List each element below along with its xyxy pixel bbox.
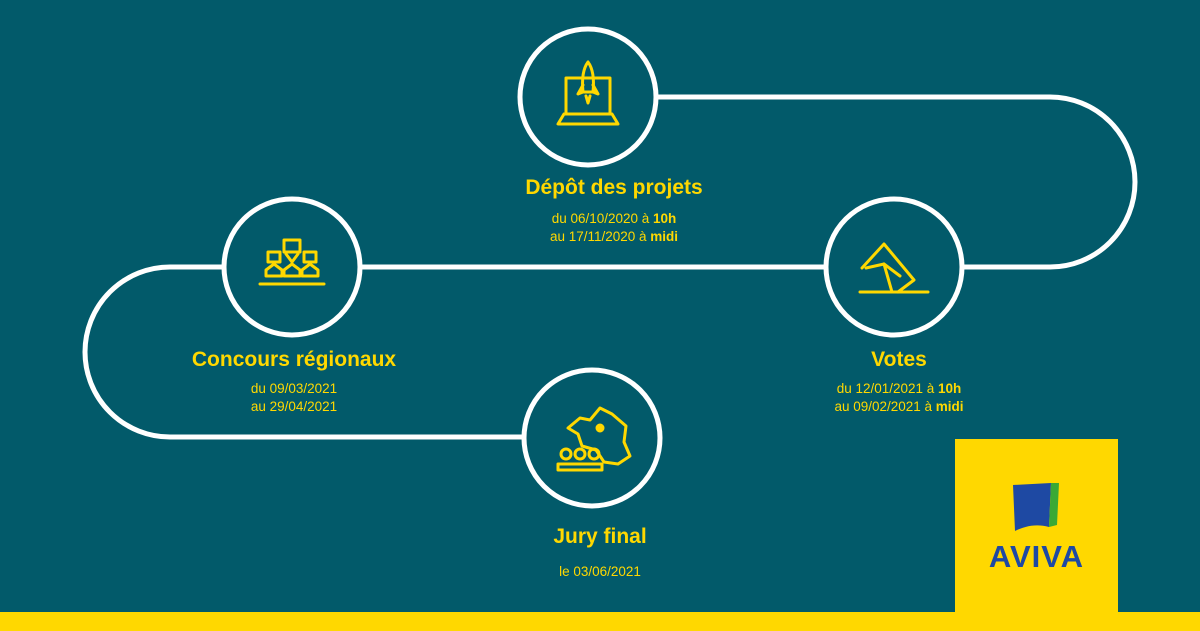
- bottom-band: [0, 612, 1200, 631]
- step-date-line-2: au 09/02/2021 à midi: [834, 399, 964, 414]
- step-circle-concours: [221, 196, 363, 338]
- step-title-concours: Concours régionaux: [191, 348, 397, 371]
- step-date-line-2: au 29/04/2021: [250, 399, 338, 414]
- france-map-jury-icon: [556, 406, 632, 472]
- step-dates-votes: du 12/01/2021 à 10h au 09/02/2021 à midi: [729, 380, 1069, 416]
- step-date-line-1: du 12/01/2021 à 10h: [836, 381, 962, 396]
- timeline-path: [82, 94, 1138, 440]
- step-dates-concours: du 09/03/2021 au 29/04/2021: [124, 380, 464, 416]
- step-title-depot: Dépôt des projets: [525, 176, 703, 199]
- step-title-votes: Votes: [871, 348, 927, 371]
- step-title-jury: Jury final: [553, 525, 647, 548]
- step-date-line-2: au 17/11/2020 à midi: [549, 229, 679, 244]
- regional-committee-icon: [258, 238, 326, 286]
- aviva-wordmark: AVIVA: [988, 539, 1085, 574]
- step-circle-votes: [823, 196, 965, 338]
- step-circle-jury: [521, 367, 663, 509]
- step-date-line-1: du 09/03/2021: [250, 381, 338, 396]
- step-dates-jury: le 03/06/2021: [430, 563, 770, 581]
- step-circle-depot: [517, 26, 659, 168]
- aviva-flag-icon: [1013, 483, 1059, 531]
- step-dates-depot: du 06/10/2020 à 10h au 17/11/2020 à midi: [444, 210, 784, 246]
- ballot-envelope-icon: [858, 242, 930, 294]
- step-date-line-1: du 06/10/2020 à 10h: [551, 211, 677, 226]
- rocket-laptop-icon: [556, 60, 620, 126]
- aviva-logo: AVIVA: [955, 439, 1118, 631]
- step-date-line-1: le 03/06/2021: [559, 564, 641, 579]
